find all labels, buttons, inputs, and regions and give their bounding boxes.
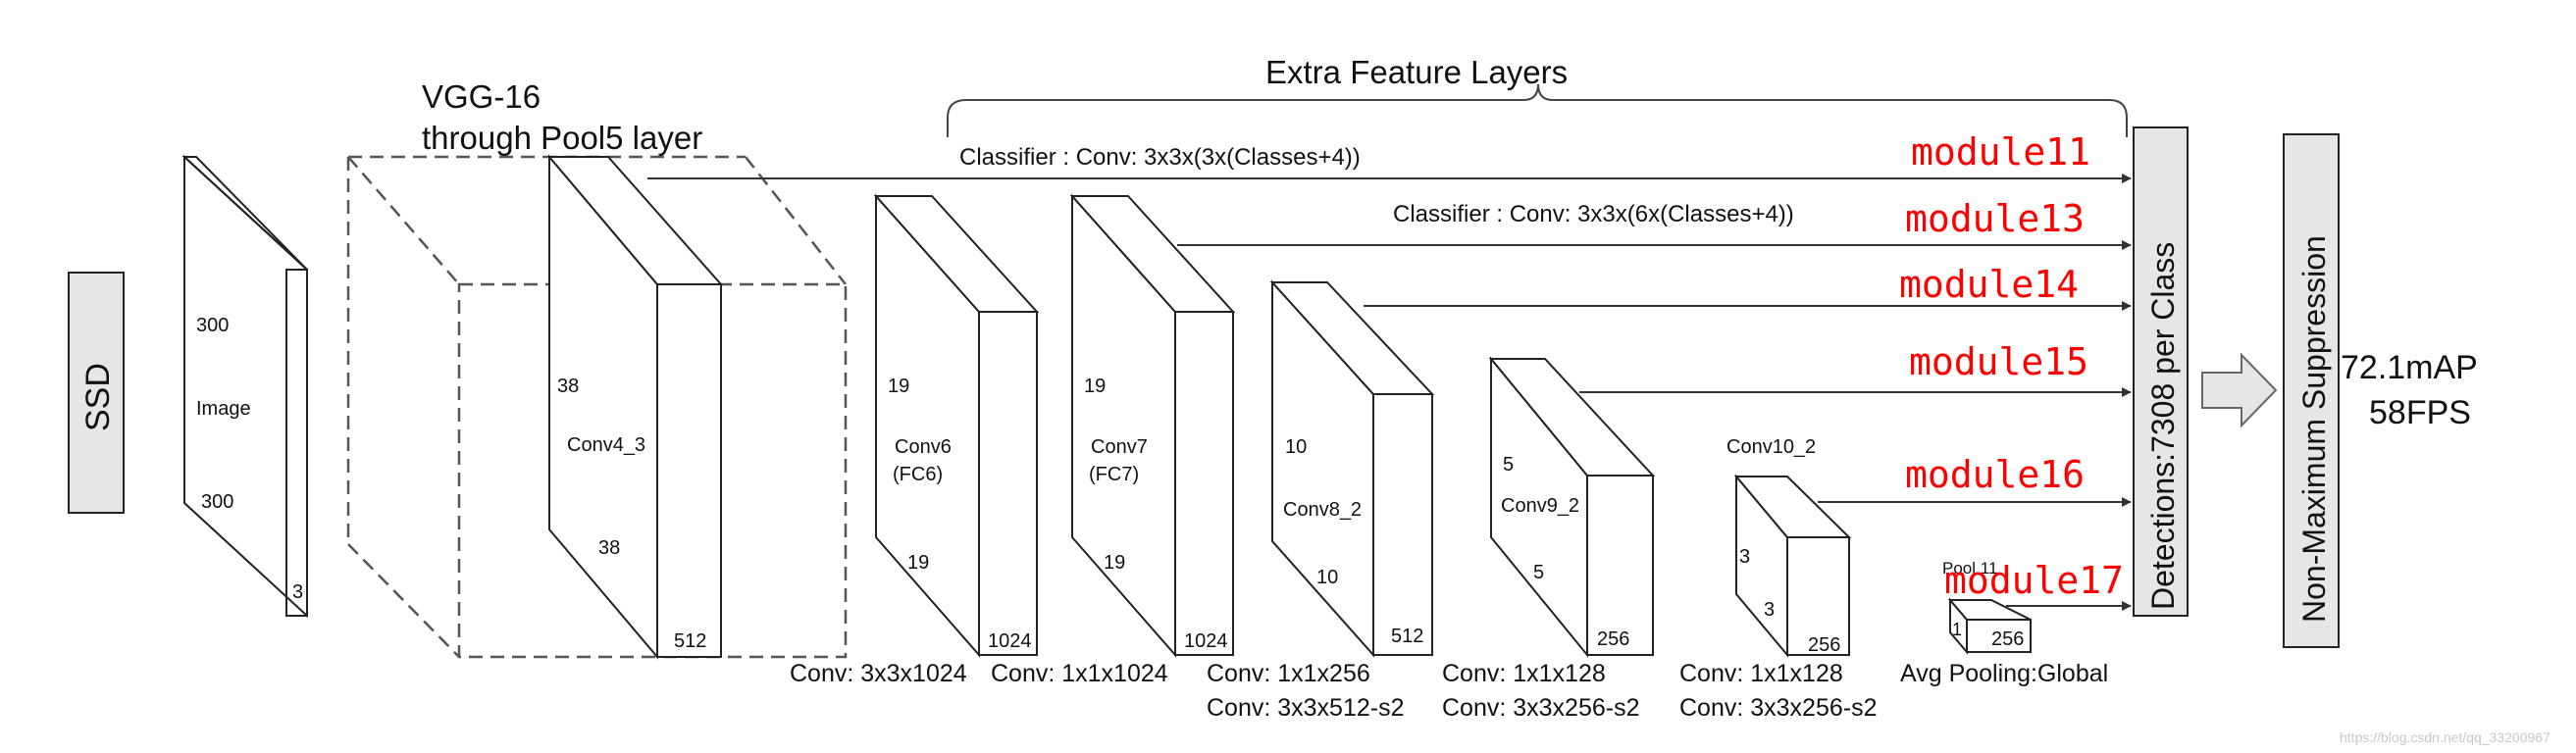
conv4-3-depth: 512 [674, 630, 706, 652]
conv6-depth: 1024 [988, 630, 1032, 652]
detections-to-nms-arrow [2201, 352, 2278, 428]
conv9-2-dim-a: 5 [1503, 454, 1514, 476]
conv9-2-block [1488, 356, 1656, 658]
pool11-depth: 256 [1991, 628, 2024, 650]
conv6-dim-b: 19 [907, 552, 929, 574]
conv7-op-label: Conv: 1x1x1024 [991, 660, 1168, 687]
module-label-17: module17 [1944, 559, 2124, 602]
module-label-11: module11 [1911, 130, 2090, 174]
pool11-label: Pool 11 [1942, 559, 1997, 577]
conv6-label-line1: Conv6 [895, 436, 952, 458]
conv7-depth: 1024 [1184, 630, 1228, 652]
vgg-title-line1: VGG-16 [422, 78, 541, 115]
conv10-2-dim-b: 3 [1764, 599, 1775, 621]
conv4-3-block [546, 154, 724, 660]
conv10-op-label-1: Conv: 1x1x128 [1679, 660, 1843, 687]
conv4-3-dim-a: 38 [557, 376, 579, 397]
conv9-2-depth: 256 [1597, 628, 1629, 650]
conv10-2-dim-a: 3 [1739, 546, 1750, 568]
conv8-2-label: Conv8_2 [1283, 499, 1362, 521]
module-label-13: module13 [1905, 197, 2085, 240]
result-fps: 58FPS [2369, 394, 2471, 431]
conv9-2-dim-b: 5 [1533, 562, 1544, 583]
conv6-dim-a: 19 [888, 376, 909, 397]
conv4-3-dim-b: 38 [598, 537, 620, 559]
conv10-2-label: Conv10_2 [1726, 436, 1816, 458]
conv8-2-depth: 512 [1391, 626, 1423, 647]
conv6-op-label: Conv: 3x3x1024 [790, 660, 967, 687]
module-label-14: module14 [1899, 263, 2079, 306]
feature-arrows [647, 174, 2132, 611]
pool11-block [1947, 597, 2032, 655]
input-image-block [181, 154, 308, 619]
conv9-op-label-1: Conv: 1x1x128 [1442, 660, 1606, 687]
pool-op-label: Avg Pooling:Global [1900, 660, 2108, 687]
vgg-title-line2: through Pool5 layer [422, 120, 702, 156]
conv8-2-dim-a: 10 [1285, 436, 1307, 458]
conv4-3-label: Conv4_3 [567, 434, 645, 456]
conv10-2-block [1733, 474, 1852, 658]
image-label: Image [196, 398, 251, 420]
nms-box [2283, 133, 2340, 648]
module-label-16: module16 [1905, 453, 2085, 496]
extra-feature-layers-title: Extra Feature Layers [1265, 54, 1568, 90]
watermark: https://blog.csdn.net/qq_33200967 [2340, 729, 2550, 745]
detections-box [2133, 126, 2189, 617]
conv7-dim-b: 19 [1104, 552, 1125, 574]
pool11-dim: 1 [1952, 620, 1962, 639]
conv10-2-depth: 256 [1808, 634, 1840, 656]
conv7-label-line1: Conv7 [1091, 436, 1148, 458]
conv9-2-label: Conv9_2 [1501, 495, 1579, 517]
module-label-15: module15 [1909, 340, 2088, 383]
detections-label: Detections:7308 per Class [2145, 242, 2181, 610]
conv8-2-dim-b: 10 [1316, 567, 1338, 588]
nms-label: Non-Maximum Suppression [2296, 235, 2332, 623]
image-dim-top: 300 [196, 315, 229, 336]
conv8-op-label-2: Conv: 3x3x512-s2 [1207, 694, 1405, 722]
classifier-label-2: Classifier : Conv: 3x3x(6x(Classes+4)) [1393, 201, 1794, 227]
classifier-label-1: Classifier : Conv: 3x3x(3x(Classes+4)) [959, 144, 1361, 171]
image-depth: 3 [292, 581, 303, 603]
conv9-op-label-2: Conv: 3x3x256-s2 [1442, 694, 1640, 722]
conv8-2-block [1269, 279, 1435, 658]
conv6-block [873, 193, 1040, 658]
ssd-label: SSD [79, 363, 117, 431]
conv7-label-line2: (FC7) [1089, 464, 1139, 485]
conv7-block [1069, 193, 1236, 658]
image-dim-bottom: 300 [201, 491, 233, 513]
conv6-label-line2: (FC6) [893, 464, 943, 485]
conv10-op-label-2: Conv: 3x3x256-s2 [1679, 694, 1878, 722]
ssd-box [68, 272, 125, 514]
conv7-dim-a: 19 [1084, 376, 1106, 397]
conv8-op-label-1: Conv: 1x1x256 [1207, 660, 1370, 687]
extra-feature-layers-brace [947, 83, 2128, 137]
result-map: 72.1mAP [2341, 349, 2478, 386]
